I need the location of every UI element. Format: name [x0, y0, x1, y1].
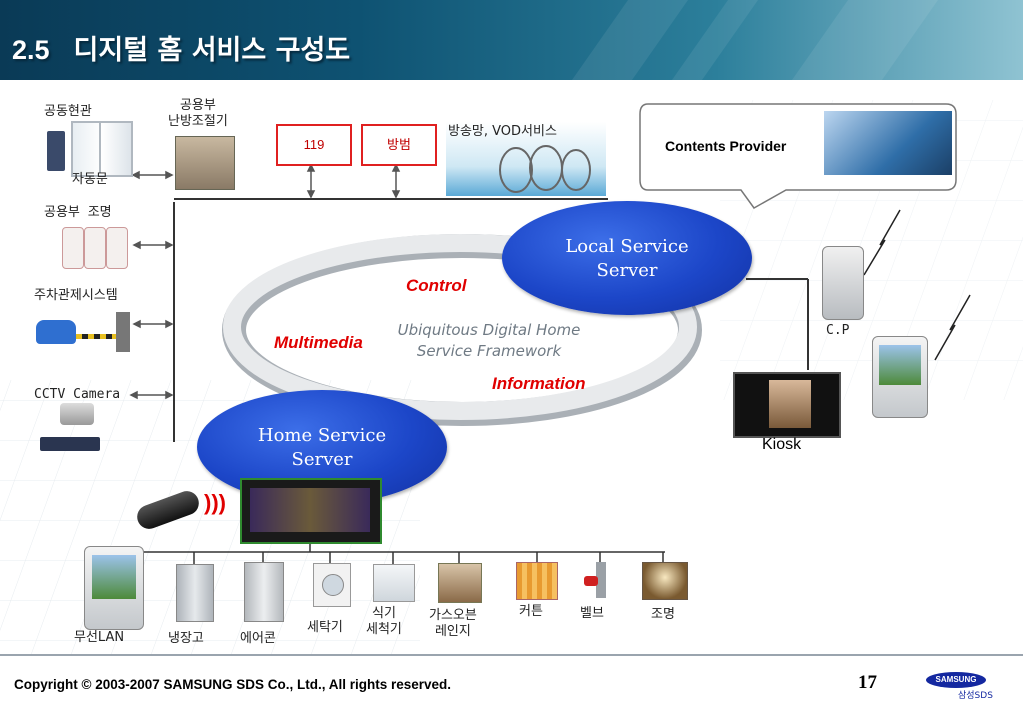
emergency-119-box: 119 [276, 124, 352, 166]
information-label: Information [492, 374, 586, 393]
ir-signal-icon: ))) [204, 490, 226, 515]
parking-gate-icon [36, 310, 131, 355]
page-title: 2.5 디지털 홈 서비스 구성도 [12, 28, 350, 67]
dishwasher-label: 식기 세척기 [366, 606, 402, 637]
cp-label: C.P [826, 323, 850, 338]
lighting-label: 공용부 조명 [44, 205, 112, 220]
framework-center-label: Ubiquitous Digital Home Service Framewor… [397, 321, 581, 360]
lamp-icon [62, 223, 128, 269]
copyright-text: Copyright © 2003-2007 SAMSUNG SDS Co., L… [14, 677, 452, 692]
device-arrows [129, 163, 401, 400]
refrigerator-icon [176, 564, 214, 622]
wlan-label: 무선LAN [74, 630, 125, 645]
aircon-label: 에어콘 [240, 631, 276, 646]
entrance-label: 공동현관 [44, 104, 92, 119]
mobile-phone-icon [822, 246, 864, 320]
kiosk-label: Kiosk [762, 436, 802, 453]
cctv-label: CCTV Camera [34, 387, 121, 402]
washing-machine-icon [313, 563, 351, 607]
wireless-signal-icon-2 [934, 294, 971, 361]
valve-icon [584, 562, 618, 598]
oven-label: 가스오븐 레인지 [429, 608, 477, 639]
samsung-sds-logo-text: 삼성SDS [958, 691, 993, 701]
fridge-label: 냉장고 [168, 631, 204, 646]
kiosk-icon [733, 372, 841, 438]
dishwasher-icon [373, 564, 415, 602]
section-number: 2.5 [12, 35, 50, 65]
control-label: Control [406, 276, 467, 295]
door-icon [47, 121, 133, 177]
security-box: 방범 [361, 124, 437, 166]
chandelier-icon [642, 562, 688, 600]
curtain-label: 커튼 [519, 604, 543, 619]
heating-label: 공용부 난방조절기 [168, 98, 228, 129]
section-title: 디지털 홈 서비스 구성도 [73, 35, 351, 66]
wlan-pda-icon [84, 546, 144, 630]
cctv-camera-icon [60, 403, 94, 425]
contents-provider-label: Contents Provider [665, 138, 787, 154]
curtain-icon [516, 562, 558, 600]
light-label: 조명 [651, 607, 675, 622]
satellite-dish-icon [446, 122, 606, 196]
header-banner: 2.5 디지털 홈 서비스 구성도 [0, 0, 1023, 80]
parking-label: 주차관제시스템 [34, 288, 118, 303]
local-service-server: Local Service Server [502, 201, 752, 315]
heating-controller-icon [175, 136, 235, 190]
home-server-display-icon [240, 478, 382, 544]
gas-oven-icon [438, 563, 482, 603]
broadcast-label: 방송망, VOD서비스 [448, 124, 557, 139]
air-conditioner-icon [244, 562, 284, 622]
dvr-icon [40, 437, 100, 451]
building-icon [824, 111, 952, 175]
framework-ring [222, 234, 702, 426]
valve-label: 벨브 [580, 606, 604, 621]
page-number: 17 [858, 672, 877, 693]
auto-door-label: 자동문 [72, 172, 108, 187]
footer-divider [0, 654, 1023, 656]
washer-label: 세탁기 [307, 620, 343, 635]
wireless-signal-icon [863, 209, 901, 276]
samsung-logo: SAMSUNG [926, 672, 986, 688]
pda-icon [872, 336, 928, 418]
multimedia-label: Multimedia [274, 333, 363, 352]
